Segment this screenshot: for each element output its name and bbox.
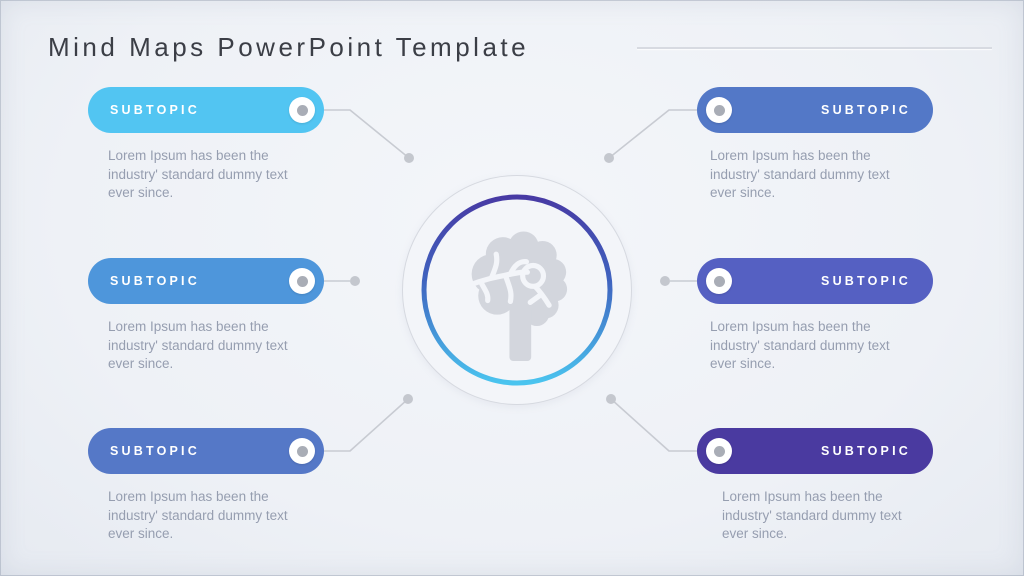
central-node[interactable] — [402, 175, 632, 405]
subtopic-pill[interactable]: SUBTOPIC — [697, 87, 933, 133]
subtopic-description: Lorem Ipsum has been the industry' stand… — [108, 319, 288, 372]
subtopic-label: SUBTOPIC — [821, 274, 911, 288]
subtopic-label: SUBTOPIC — [110, 103, 200, 117]
connector-node-icon — [289, 97, 315, 123]
subtopic-pill[interactable]: SUBTOPIC — [697, 258, 933, 304]
brain-icon — [466, 231, 568, 361]
subtopic-label: SUBTOPIC — [821, 444, 911, 458]
subtopic-description: Lorem Ipsum has been the industry' stand… — [710, 148, 890, 201]
gradient-ring — [421, 194, 613, 386]
subtopic-pill[interactable]: SUBTOPIC — [88, 87, 324, 133]
connector-node-icon — [706, 438, 732, 464]
slide-title: Mind Maps PowerPoint Template — [48, 32, 530, 62]
subtopic-pill[interactable]: SUBTOPIC — [88, 258, 324, 304]
subtopic-label: SUBTOPIC — [110, 444, 200, 458]
subtopic-label: SUBTOPIC — [821, 103, 911, 117]
subtopic-card-top-left: SUBTOPIC Lorem Ipsum has been the indust… — [88, 87, 324, 203]
subtopic-pill[interactable]: SUBTOPIC — [697, 428, 933, 474]
subtopic-description: Lorem Ipsum has been the industry' stand… — [108, 148, 288, 201]
connector-node-icon — [289, 438, 315, 464]
subtopic-card-bottom-right: SUBTOPIC Lorem Ipsum has been the indust… — [697, 428, 933, 544]
subtopic-card-top-right: SUBTOPIC Lorem Ipsum has been the indust… — [697, 87, 933, 203]
connector-node-icon — [706, 268, 732, 294]
subtopic-card-bottom-left: SUBTOPIC Lorem Ipsum has been the indust… — [88, 428, 324, 544]
subtopic-card-middle-left: SUBTOPIC Lorem Ipsum has been the indust… — [88, 258, 324, 374]
subtopic-card-middle-right: SUBTOPIC Lorem Ipsum has been the indust… — [697, 258, 933, 374]
connector-node-icon — [289, 268, 315, 294]
title-divider-line — [637, 47, 992, 49]
subtopic-pill[interactable]: SUBTOPIC — [88, 428, 324, 474]
subtopic-description: Lorem Ipsum has been the industry' stand… — [710, 319, 890, 372]
subtopic-label: SUBTOPIC — [110, 274, 200, 288]
subtopic-description: Lorem Ipsum has been the industry' stand… — [108, 489, 288, 542]
connector-node-icon — [706, 97, 732, 123]
subtopic-description: Lorem Ipsum has been the industry' stand… — [722, 489, 902, 542]
